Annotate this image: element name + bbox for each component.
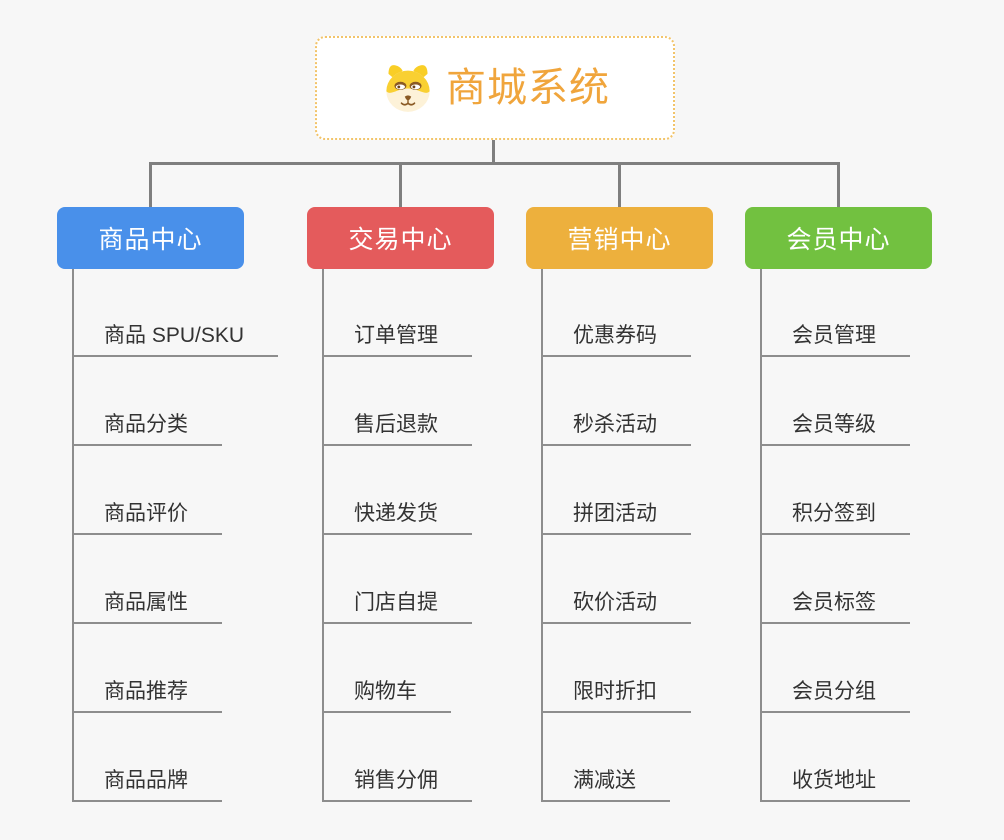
- leaf-node[interactable]: 快递发货: [322, 499, 472, 535]
- leaf-node[interactable]: 会员等级: [760, 410, 910, 446]
- leaf-node[interactable]: 积分签到: [760, 499, 910, 535]
- branch-node-marketing[interactable]: 营销中心: [526, 207, 713, 269]
- branch-node-member[interactable]: 会员中心: [745, 207, 932, 269]
- leaf-node[interactable]: 商品评价: [72, 499, 222, 535]
- leaf-node[interactable]: 砍价活动: [541, 588, 691, 624]
- branch-label: 交易中心: [348, 226, 453, 254]
- branch-node-trade[interactable]: 交易中心: [307, 207, 494, 269]
- connector-trunk-member: [760, 269, 762, 802]
- leaf-node[interactable]: 会员分组: [760, 677, 910, 713]
- leaf-node[interactable]: 商品分类: [72, 410, 222, 446]
- connector-trunk-marketing: [541, 269, 543, 802]
- branch-label: 会员中心: [786, 226, 891, 254]
- leaf-node[interactable]: 限时折扣: [541, 677, 691, 713]
- connector-bus: [149, 162, 840, 165]
- root-node[interactable]: 商城系统: [315, 36, 675, 140]
- connector-drop-3: [618, 162, 621, 208]
- connector-drop-4: [837, 162, 840, 208]
- connector-drop-1: [149, 162, 152, 208]
- leaf-node[interactable]: 商品 SPU/SKU: [72, 321, 279, 357]
- connector-root-stem: [492, 140, 495, 163]
- leaf-node[interactable]: 售后退款: [322, 410, 472, 446]
- branch-label: 商品中心: [98, 226, 203, 254]
- leaf-node[interactable]: 收货地址: [760, 766, 910, 802]
- connector-trunk-product: [72, 269, 74, 802]
- branch-label: 营销中心: [567, 226, 672, 254]
- leaf-node[interactable]: 门店自提: [322, 588, 472, 624]
- leaf-node[interactable]: 优惠券码: [541, 321, 691, 357]
- leaf-node[interactable]: 满减送: [541, 766, 670, 802]
- root-title: 商城系统: [446, 66, 610, 110]
- leaf-node[interactable]: 购物车: [322, 677, 451, 713]
- leaf-node[interactable]: 订单管理: [322, 321, 472, 357]
- dog-face-icon: [386, 65, 430, 112]
- leaf-node[interactable]: 商品属性: [72, 588, 222, 624]
- connector-trunk-trade: [322, 269, 324, 802]
- leaf-node[interactable]: 拼团活动: [541, 499, 691, 535]
- connector-drop-2: [399, 162, 402, 208]
- leaf-node[interactable]: 秒杀活动: [541, 410, 691, 446]
- leaf-node[interactable]: 商品推荐: [72, 677, 222, 713]
- leaf-node[interactable]: 会员管理: [760, 321, 910, 357]
- leaf-node[interactable]: 商品品牌: [72, 766, 222, 802]
- leaf-node[interactable]: 会员标签: [760, 588, 910, 624]
- branch-node-product[interactable]: 商品中心: [57, 207, 244, 269]
- leaf-node[interactable]: 销售分佣: [322, 766, 472, 802]
